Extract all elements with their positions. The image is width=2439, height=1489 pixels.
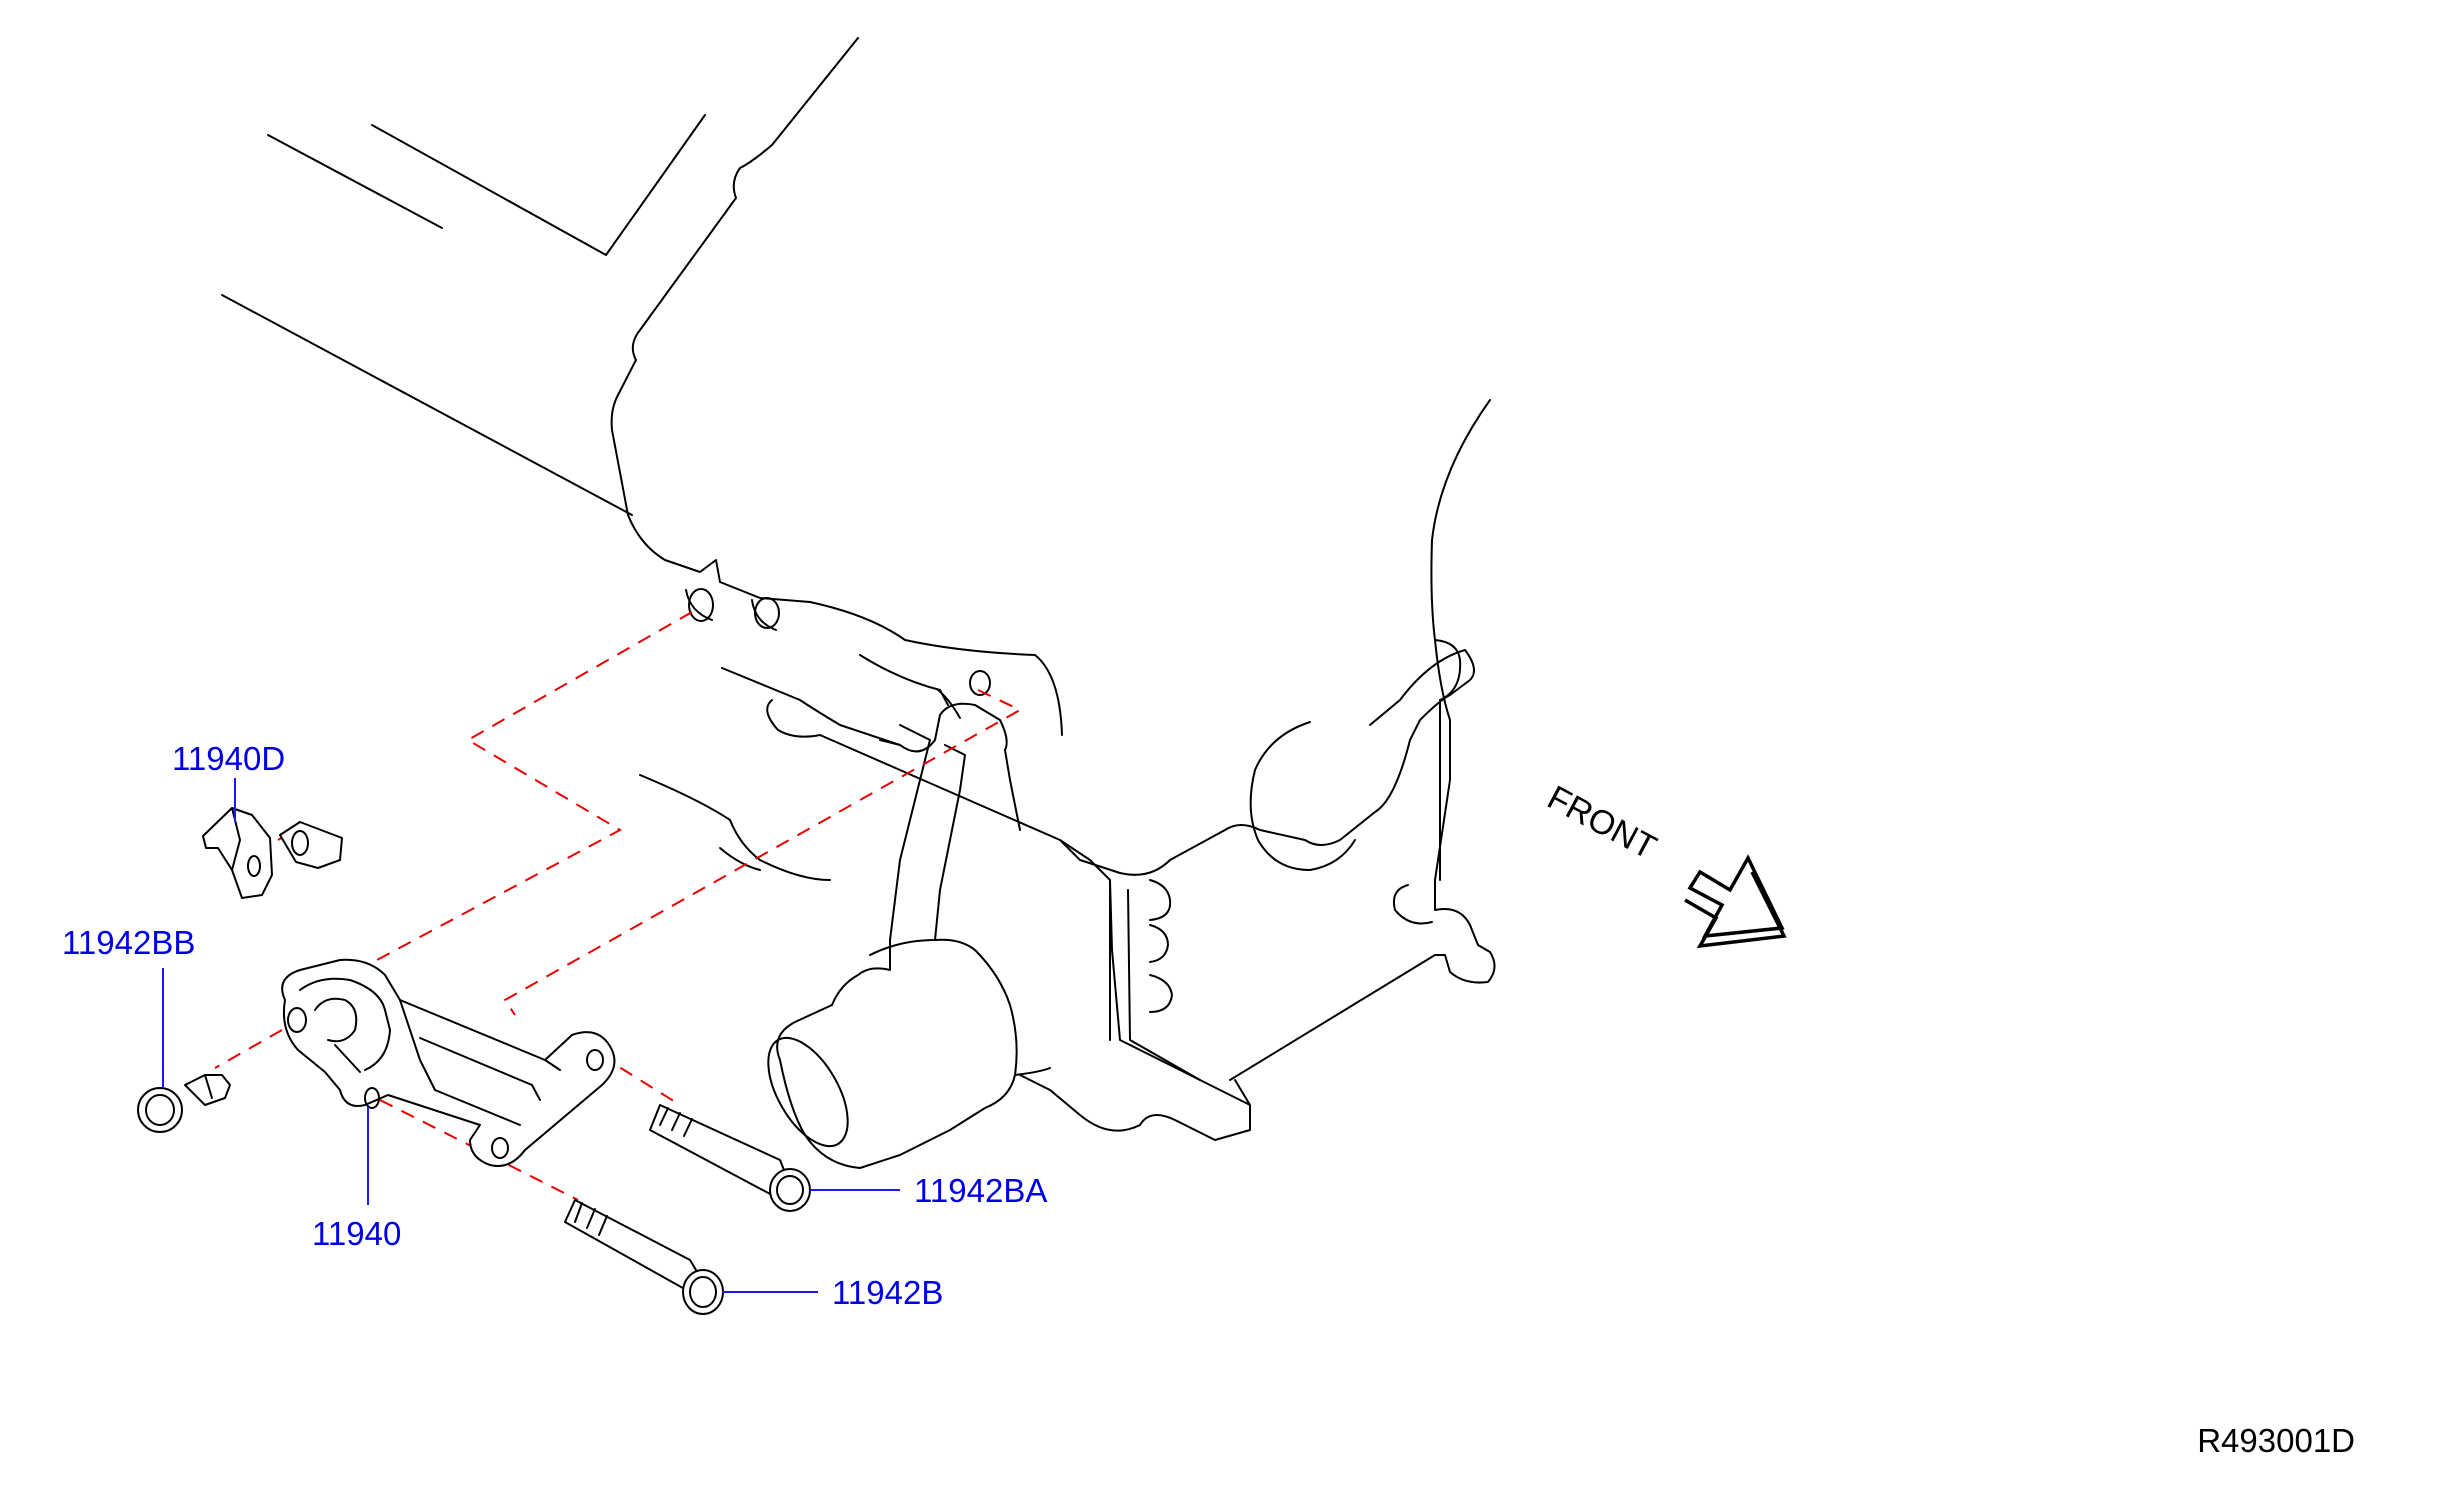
- bracket-tab-part: [202, 807, 343, 899]
- bolt-long-lower-part: [564, 1199, 724, 1315]
- part-label-bolt-long-upper: 11942BA: [914, 1172, 1047, 1209]
- dash-line-bolt-ba: [599, 1054, 681, 1106]
- bolt-long-upper-part: [649, 1104, 811, 1212]
- front-label: FRONT: [1541, 779, 1662, 868]
- dash-line-bolt-b: [379, 1099, 579, 1201]
- part-label-bracket: 11940: [312, 1215, 401, 1252]
- leader-lines: [162, 778, 900, 1293]
- part-labels: 11940D 11942BB 11940 11942BA 11942B: [62, 740, 1047, 1311]
- dash-line-upper: [361, 611, 693, 969]
- bolt-small-part: [137, 1074, 231, 1133]
- part-label-bolt-small: 11942BB: [62, 924, 195, 961]
- dash-line-lower: [503, 689, 1023, 1016]
- front-arrow-icon: [1684, 854, 1787, 949]
- front-direction-indicator: FRONT: [1541, 779, 1787, 949]
- alignment-dash-lines: [214, 611, 1023, 1201]
- part-label-bolt-long-lower: 11942B: [832, 1274, 943, 1311]
- bracket-part: [281, 958, 616, 1167]
- reference-code: R493001D: [2197, 1422, 2355, 1459]
- part-label-bracket-tab: 11940D: [172, 740, 285, 777]
- dash-line-bolt-bb: [214, 1029, 283, 1069]
- engine-block-drawing: [221, 37, 1496, 1169]
